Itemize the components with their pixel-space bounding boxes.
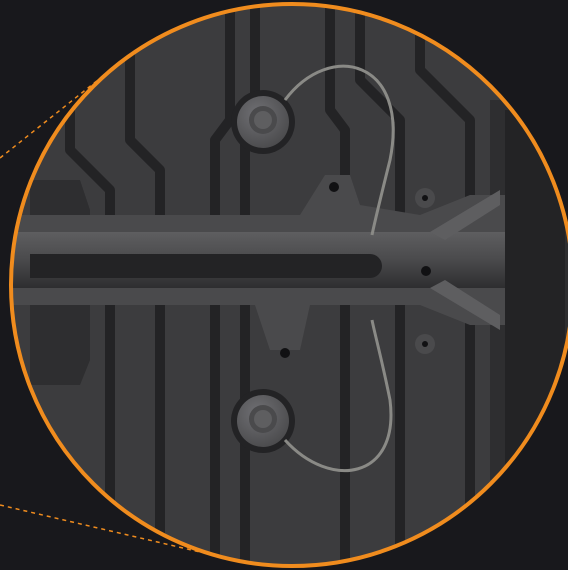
- cable-bottom: [283, 319, 393, 473]
- right-bracket-inner: [505, 110, 565, 470]
- upper-brace: [430, 190, 500, 240]
- adjustment-knob-bottom: [231, 389, 295, 453]
- mount-hole-top: [329, 182, 339, 192]
- screw-bottom: [415, 334, 435, 354]
- lower-brace: [430, 280, 500, 330]
- callout-leader-top: [0, 79, 99, 159]
- screw-top: [415, 188, 435, 208]
- mount-hole-bottom: [280, 348, 290, 358]
- arm-slot: [30, 254, 382, 278]
- callout-leader-bottom: [0, 504, 201, 553]
- magnifier-ring: [9, 2, 568, 568]
- arm-hole: [421, 266, 431, 276]
- cable-top: [283, 64, 395, 236]
- adjustment-knob-top: [231, 90, 295, 154]
